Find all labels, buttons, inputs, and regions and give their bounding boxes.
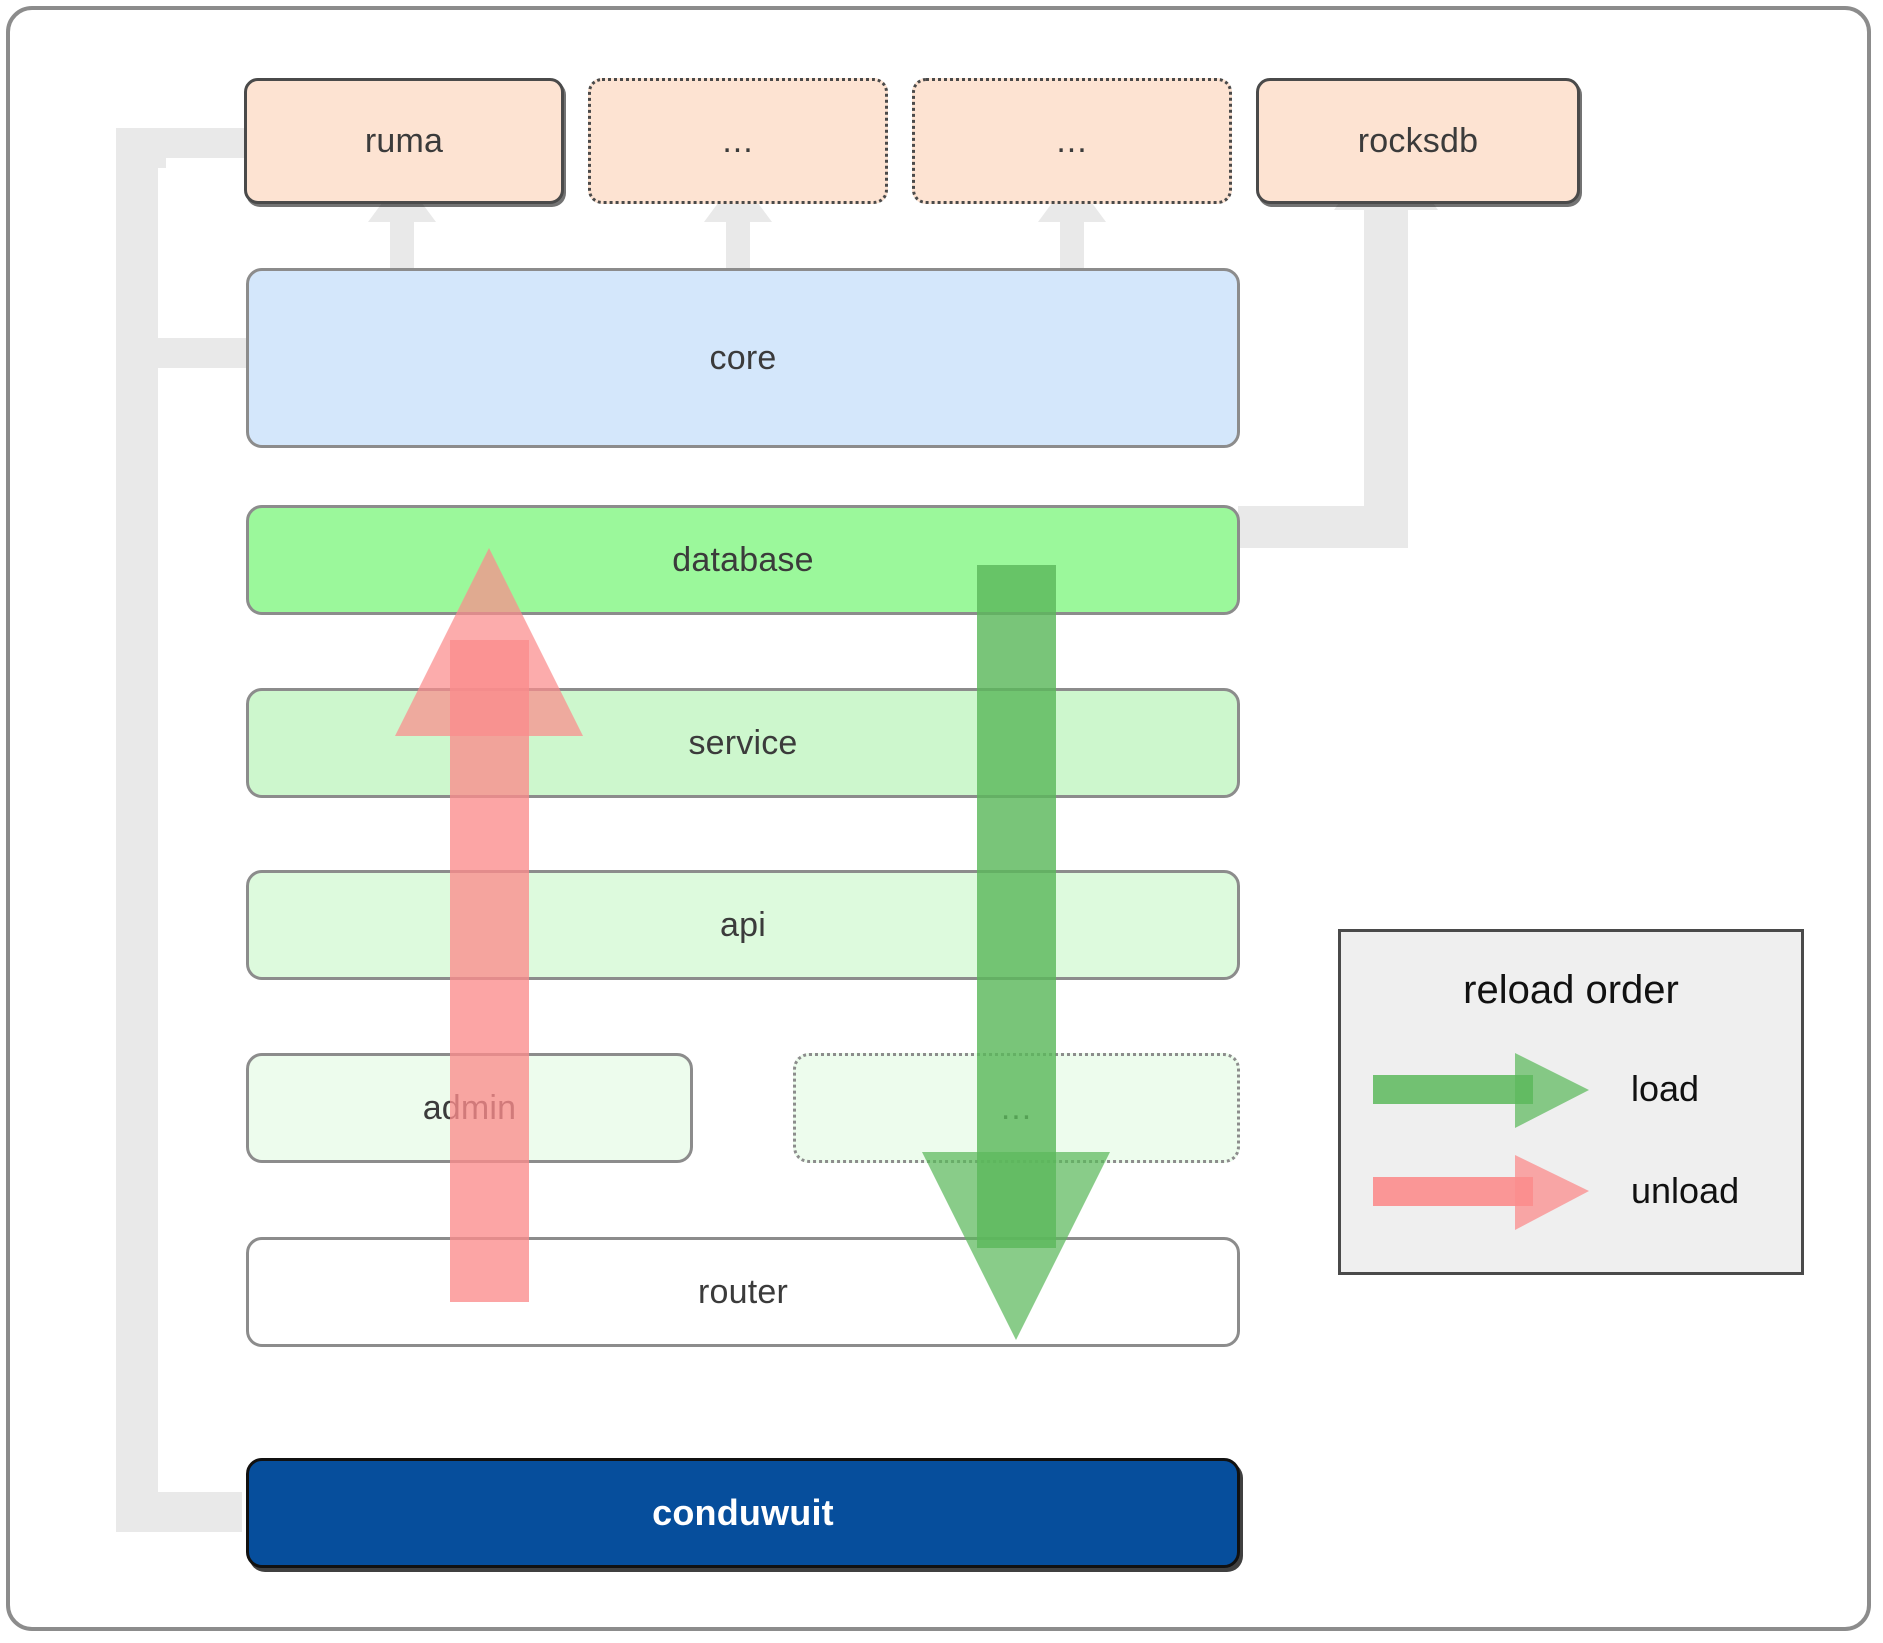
layer-node-service[interactable]: service (246, 688, 1240, 798)
legend-panel: reload order load unload (1338, 929, 1804, 1275)
legend-arrows (1373, 1053, 1589, 1230)
bottom-node-conduwuit[interactable]: conduwuit (246, 1458, 1240, 1568)
layer-label: admin (422, 1088, 517, 1127)
dependency-label: ... (1056, 121, 1088, 160)
dependency-label: rocksdb (1357, 121, 1479, 160)
layer-node-admin[interactable]: admin (246, 1053, 693, 1163)
core-label: core (709, 338, 777, 377)
layer-label: ... (1000, 1088, 1033, 1127)
dependency-node-ellipsis-2[interactable]: ... (912, 78, 1232, 204)
legend-unload-arrow (1373, 1155, 1589, 1230)
layer-node-database[interactable]: database (246, 505, 1240, 615)
dependency-node-rocksdb[interactable]: rocksdb (1256, 78, 1580, 204)
dependency-node-ellipsis-1[interactable]: ... (588, 78, 888, 204)
layer-label: api (720, 905, 766, 944)
legend-title: reload order (1463, 968, 1679, 1012)
layer-label: service (688, 723, 798, 762)
legend-load-arrow (1373, 1053, 1589, 1128)
bottom-node-label: conduwuit (652, 1492, 834, 1533)
layer-label: database (672, 540, 814, 579)
dependency-label: ruma (364, 121, 444, 160)
diagram-frame (6, 6, 1871, 1631)
legend-label-load: load (1631, 1068, 1700, 1109)
layer-node-router[interactable]: router (246, 1237, 1240, 1347)
layer-node-api[interactable]: api (246, 870, 1240, 980)
core-node[interactable]: core (246, 268, 1240, 448)
layer-node-ellipsis[interactable]: ... (793, 1053, 1240, 1163)
layer-label: router (697, 1272, 789, 1311)
legend-label-unload: unload (1631, 1170, 1740, 1211)
dependency-node-ruma[interactable]: ruma (244, 78, 564, 204)
dependency-label: ... (722, 121, 754, 160)
